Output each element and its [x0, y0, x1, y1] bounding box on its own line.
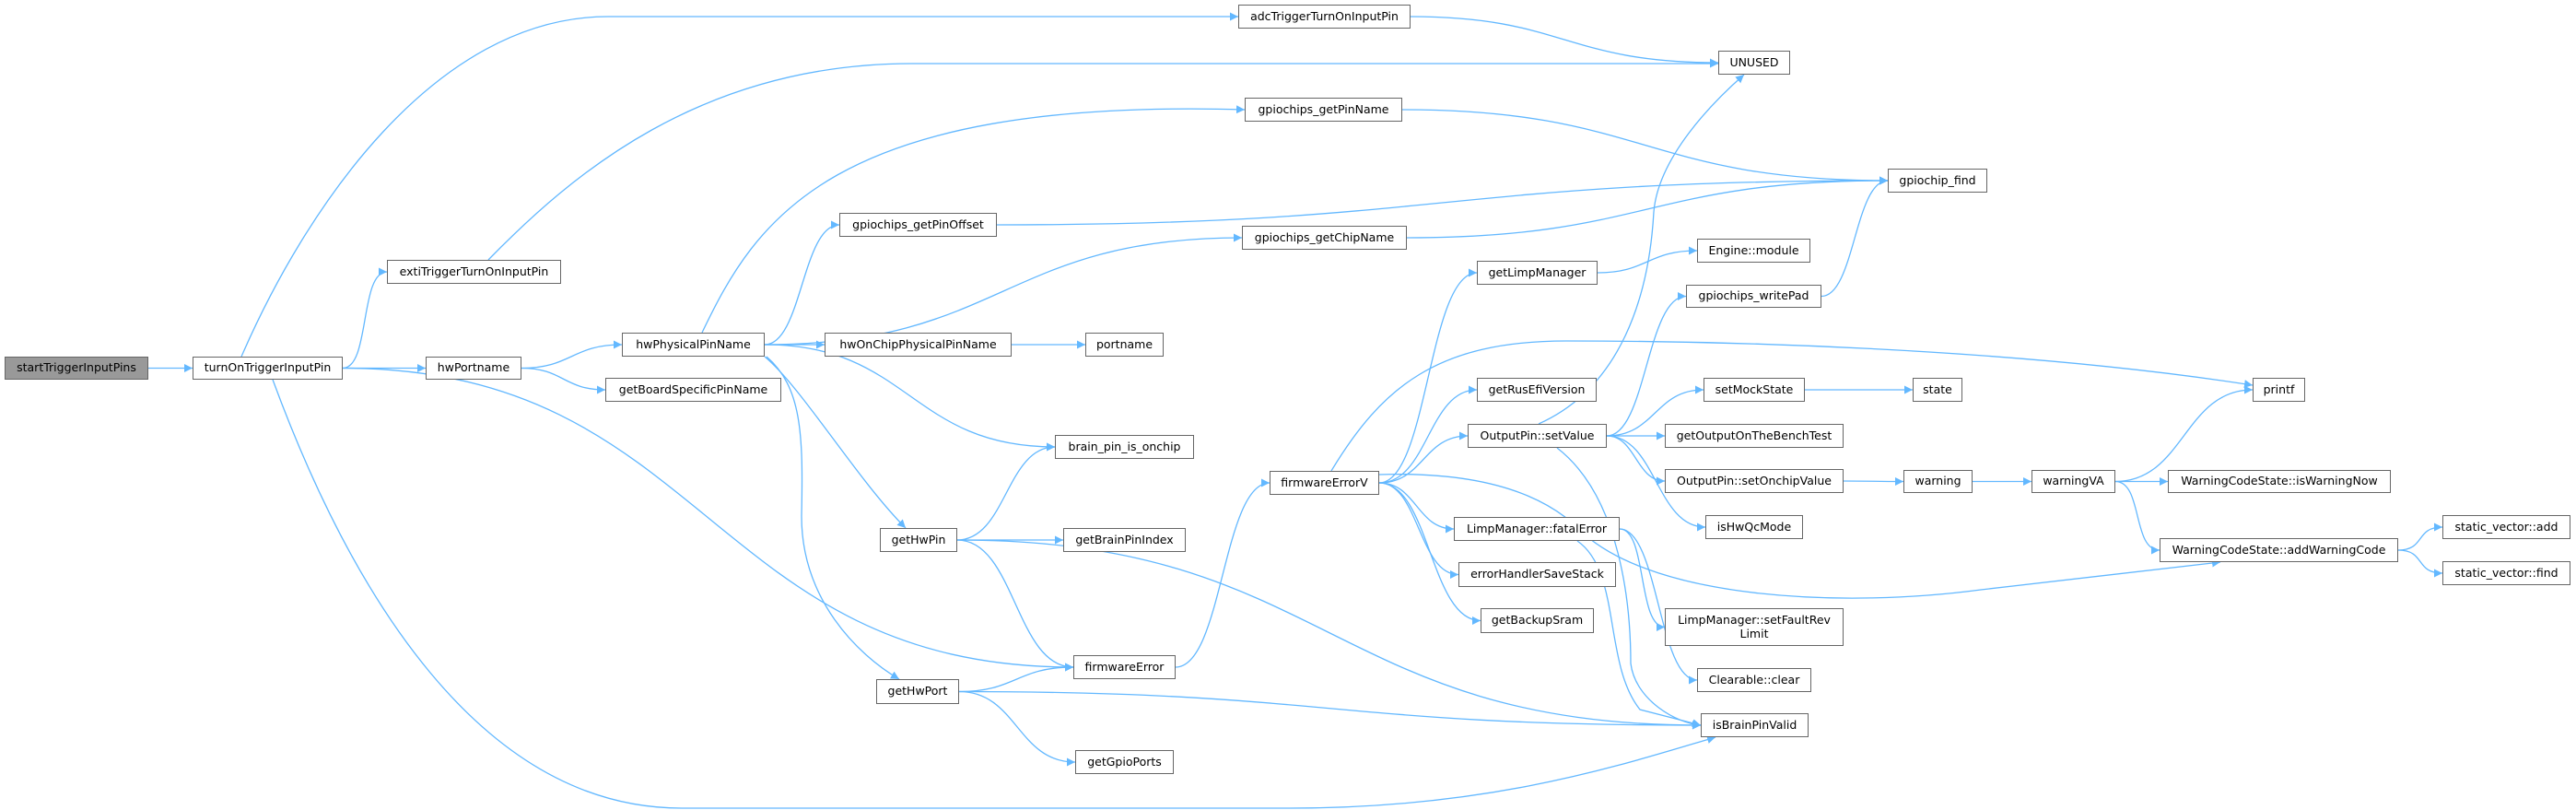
edge-turnOn-to-isBrainValid: [272, 379, 1716, 809]
node-fault-rev[interactable]: LimpManager::setFaultRev Limit: [1665, 608, 1844, 646]
node-portname[interactable]: portname: [1085, 333, 1164, 357]
node-add-warning[interactable]: WarningCodeState::addWarningCode: [2160, 538, 2398, 562]
edge-fwError-to-fwErrV: [1175, 478, 1270, 668]
node-gpiochip-find[interactable]: gpiochip_find: [1888, 169, 1987, 193]
node-hw-phys[interactable]: hwPhysicalPinName: [622, 333, 765, 357]
node-get-hw-pin[interactable]: getHwPin: [880, 528, 957, 552]
node-save-stack[interactable]: errorHandlerSaveStack: [1458, 562, 1616, 587]
node-get-rus[interactable]: getRusEfiVersion: [1477, 378, 1597, 402]
edge-warningVA-to-printf: [2114, 385, 2254, 483]
edge-fwErrV-to-fatal: [1378, 482, 1455, 534]
node-write-pad[interactable]: gpiochips_writePad: [1686, 285, 1821, 308]
node-printf[interactable]: printf: [2253, 378, 2305, 402]
edge-hwPhys-to-getPinOffset: [764, 220, 840, 346]
edge-getPinName-to-gpiochipFind: [1401, 109, 1889, 185]
node-bench[interactable]: getOutputOnTheBenchTest: [1665, 424, 1844, 448]
node-sv-add[interactable]: static_vector::add: [2442, 515, 2570, 539]
edge-getLimp-to-module: [1597, 246, 1698, 274]
edge-hwPhys-to-getHwPin: [764, 356, 907, 529]
node-state[interactable]: state: [1913, 378, 1962, 402]
node-turn-on[interactable]: turnOnTriggerInputPin: [193, 357, 343, 380]
node-unused[interactable]: UNUSED: [1718, 51, 1790, 75]
edge-setValue-to-isBrainValid: [1556, 447, 1702, 729]
edge-fatal-to-faultRev: [1619, 528, 1666, 631]
node-gpio-ports[interactable]: getGpioPorts: [1075, 750, 1174, 774]
node-clear[interactable]: Clearable::clear: [1697, 668, 1811, 692]
edge-fwErrV-to-printf: [1330, 340, 2254, 472]
node-get-pin-offset[interactable]: gpiochips_getPinOffset: [839, 213, 997, 237]
edge-turnOn-to-fwError: [342, 367, 1074, 672]
node-get-board[interactable]: getBoardSpecificPinName: [605, 378, 781, 402]
node-set-value[interactable]: OutputPin::setValue: [1468, 424, 1607, 448]
edge-setValue-to-setOnchip: [1606, 435, 1666, 486]
node-fatal[interactable]: LimpManager::fatalError: [1454, 517, 1620, 541]
edge-writePad-to-gpiochipFind: [1821, 176, 1889, 298]
edge-addWarning-to-svFind: [2397, 549, 2443, 578]
node-is-hw-qc[interactable]: isHwQcMode: [1705, 515, 1803, 539]
node-sv-find[interactable]: static_vector::find: [2442, 561, 2570, 585]
node-get-chip-name[interactable]: gpiochips_getChipName: [1242, 226, 1407, 250]
edge-hwPortname-to-hwPhys: [521, 340, 623, 370]
edge-setValue-to-writePad: [1606, 292, 1687, 437]
edge-getHwPin-to-fwError: [956, 539, 1074, 672]
node-get-brain-idx[interactable]: getBrainPinIndex: [1063, 528, 1186, 552]
edge-getHwPort-to-isBrainValid: [958, 690, 1702, 730]
node-fw-error[interactable]: firmwareError: [1073, 655, 1176, 679]
edge-hwPhys-to-getChipName: [764, 233, 1243, 346]
edge-exti-to-unused: [487, 59, 1718, 261]
node-is-warning-now[interactable]: WarningCodeState::isWarningNow: [2168, 470, 2391, 493]
node-fw-err-v[interactable]: firmwareErrorV: [1270, 471, 1379, 495]
edge-hwPhys-to-getPinName: [701, 105, 1246, 334]
edge-hwPhys-to-brainOnchip: [764, 344, 1056, 452]
edge-hwPortname-to-getBoard: [521, 367, 606, 394]
edge-fwErrV-to-getLimp: [1378, 268, 1478, 484]
node-get-hw-port[interactable]: getHwPort: [876, 679, 959, 704]
node-warning-v-a[interactable]: warningVA: [2032, 470, 2115, 493]
edge-fwErrV-to-addWarning: [1378, 474, 2221, 599]
edge-turnOn-to-exti: [342, 267, 388, 370]
node-backup-sram[interactable]: getBackupSram: [1481, 608, 1594, 633]
edge-fwErrV-to-getRus: [1378, 385, 1478, 484]
edge-fatal-to-clear: [1619, 528, 1698, 685]
edge-getHwPort-to-gpioPorts: [958, 690, 1076, 767]
edge-setOnchip-to-warning: [1843, 476, 1904, 486]
node-hw-on-chip[interactable]: hwOnChipPhysicalPinName: [825, 333, 1012, 357]
edge-getPinOffset-to-gpiochipFind: [996, 176, 1889, 226]
node-module[interactable]: Engine::module: [1697, 239, 1810, 263]
node-set-mock[interactable]: setMockState: [1704, 378, 1805, 402]
edge-adc-to-unused: [1410, 16, 1719, 67]
edge-hwPhys-to-getHwPort: [766, 356, 900, 680]
edge-getHwPort-to-fwError: [958, 663, 1074, 693]
edge-warningVA-to-addWarning: [2114, 480, 2160, 555]
edge-setValue-to-setMock: [1606, 385, 1704, 437]
edge-fwErrV-to-backupSram: [1378, 482, 1481, 625]
edge-fwErrV-to-setValue: [1378, 431, 1469, 484]
node-brain-onchip[interactable]: brain_pin_is_onchip: [1055, 435, 1194, 459]
node-start: startTriggerInputPins: [5, 357, 148, 380]
node-warning[interactable]: warning: [1903, 470, 1973, 493]
node-exti[interactable]: extiTriggerTurnOnInputPin: [387, 260, 561, 284]
node-set-onchip[interactable]: OutputPin::setOnchipValue: [1665, 469, 1844, 493]
edge-setValue-to-isHwQc: [1606, 435, 1706, 532]
node-is-brain-valid[interactable]: isBrainPinValid: [1701, 713, 1809, 737]
node-hw-portname[interactable]: hwPortname: [426, 357, 521, 380]
node-get-limp[interactable]: getLimpManager: [1477, 261, 1598, 285]
edge-getChipName-to-gpiochipFind: [1406, 176, 1889, 239]
edge-fatal-to-isBrainValid: [1576, 540, 1702, 728]
node-get-pin-name[interactable]: gpiochips_getPinName: [1245, 98, 1402, 122]
edge-addWarning-to-svAdd: [2397, 522, 2443, 551]
node-adc[interactable]: adcTriggerTurnOnInputPin: [1238, 5, 1411, 29]
edge-getHwPin-to-brainOnchip: [956, 442, 1056, 541]
edge-turnOn-to-adc: [240, 12, 1238, 358]
